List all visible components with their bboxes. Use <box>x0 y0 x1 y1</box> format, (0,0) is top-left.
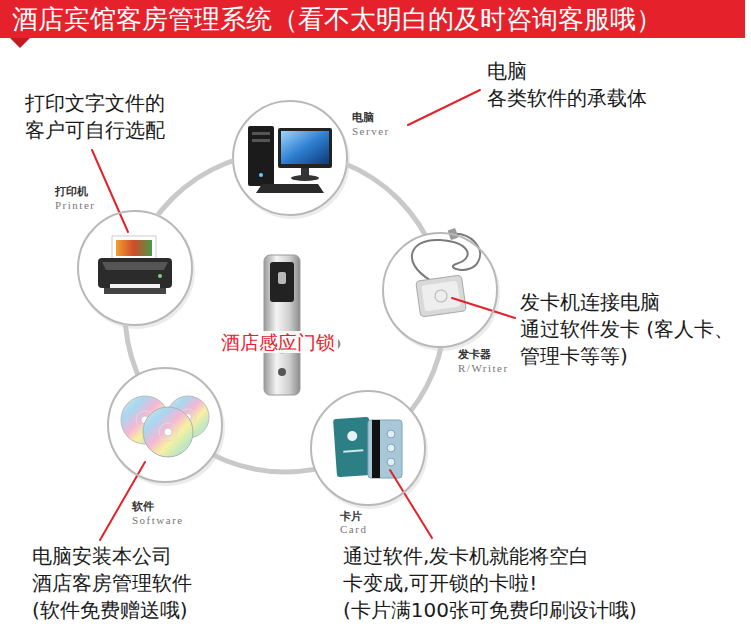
title-banner <box>0 0 745 48</box>
leader-lines <box>92 90 515 540</box>
computer-icon-part <box>259 173 263 177</box>
english-label: Server <box>352 125 390 138</box>
computer-icon-part <box>256 184 324 193</box>
circle-outline <box>383 233 497 347</box>
card-icon-part <box>372 420 380 478</box>
circle-outline <box>108 368 222 482</box>
lock-label: 酒店感应门锁 <box>218 331 338 353</box>
software-disc-icon-part <box>143 407 193 457</box>
callout-text: 发卡机连接电脑 通过软件发卡 (客人卡、管理卡等等) <box>520 289 736 370</box>
circle-grounds-part <box>383 233 497 347</box>
leader-lines-part <box>92 150 128 232</box>
software-circle-outline <box>106 366 224 484</box>
circle-grounds-part <box>108 368 222 482</box>
english-label: Printer <box>55 199 95 212</box>
printer-icon <box>98 236 172 294</box>
callout-text: 电脑 各类软件的承载体 <box>487 58 659 112</box>
printer-circle: 打印机Printer <box>76 209 194 327</box>
callout-text-holder: 电脑 各类软件的承载体 <box>487 58 659 112</box>
printer-circle-outline <box>76 209 194 327</box>
printer-icon-part <box>158 274 162 278</box>
door-lock-icon-part <box>278 368 286 376</box>
circle-grounds-part <box>78 211 192 325</box>
printer-icon-part <box>110 284 160 288</box>
callout-text-holder: 发卡机连接电脑 通过软件发卡 (客人卡、管理卡等等) <box>520 289 736 370</box>
door-lock-icon-part <box>270 262 294 302</box>
computer-icon <box>248 126 332 193</box>
circle-grounds <box>78 101 500 509</box>
callout-text-holder: 电脑安装本公司 酒店客房管理软件 (软件免费赠送哦) <box>32 543 208 624</box>
english-label-holder: Software <box>132 514 184 527</box>
system-ring-outline <box>123 150 447 474</box>
card-circle: 卡片Card <box>309 389 427 507</box>
software-circle: 软件Software <box>106 366 224 484</box>
computer-icon-part <box>278 128 332 168</box>
english-label-holder: R/Writer <box>458 362 509 375</box>
part-label: 打印机 <box>55 185 88 198</box>
door-lock-icon-part <box>278 272 286 284</box>
part-label: 软件 <box>132 500 154 513</box>
computer-icon-part <box>291 175 319 181</box>
banner-title-holder: 酒店宾馆客房管理系统（看不太明白的及时咨询客服哦） <box>12 4 662 34</box>
lock-label-holder: 酒店感应门锁 <box>218 331 338 353</box>
card-icon-part <box>387 444 395 452</box>
card-icon-part <box>387 458 395 466</box>
english-label: Card <box>340 523 367 536</box>
printer-icon-part <box>104 288 166 294</box>
door-lock-icon <box>264 255 340 395</box>
part-label: 卡片 <box>340 510 362 523</box>
leader-lines-part <box>452 298 515 318</box>
computer-icon-part <box>281 131 329 164</box>
computer-icon-part <box>252 139 270 142</box>
reader-circle-outline <box>381 231 499 349</box>
system-ring: 酒店感应门锁 <box>123 150 447 474</box>
callout-text-holder: 通过软件,发卡机就能将空白 卡变成,可开锁的卡啦! (卡片满100张可免费印刷设… <box>343 543 639 624</box>
part-label-holder: 软件 <box>132 500 154 513</box>
computer-icon-part <box>252 132 270 135</box>
english-label: R/Writer <box>458 362 509 375</box>
english-label-holder: Server <box>352 125 390 138</box>
software-disc-icon-part <box>164 428 172 436</box>
part-label-holder: 卡片 <box>340 510 362 523</box>
circle-outline <box>78 211 192 325</box>
part-label-holder: 发卡器 <box>458 348 491 361</box>
reader-circle: 发卡器R/Writer <box>381 231 499 349</box>
english-label-holder: Printer <box>55 199 95 212</box>
callout-text: 通过软件,发卡机就能将空白 卡变成,可开锁的卡啦! (卡片满100张可免费印刷设… <box>343 543 639 624</box>
part-label-holder: 打印机 <box>55 185 88 198</box>
circle-outline <box>311 391 425 505</box>
callout-text-holder: 打印文字文件的 客户可自行选配 <box>25 90 177 144</box>
english-label-holder: Card <box>340 523 367 536</box>
part-label-holder: 电脑 <box>352 111 374 124</box>
part-label: 电脑 <box>352 111 374 124</box>
ring-line <box>125 152 445 472</box>
leader-lines-part <box>408 90 480 125</box>
banner-title: 酒店宾馆客房管理系统（看不太明白的及时咨询客服哦） <box>12 4 662 34</box>
callout-text: 打印文字文件的 客户可自行选配 <box>25 90 177 144</box>
callout-text: 电脑安装本公司 酒店客房管理软件 (软件免费赠送哦) <box>32 543 208 624</box>
card-circle-outline <box>309 389 427 507</box>
card-icon-part-part <box>347 431 358 442</box>
title-banner-part <box>10 38 30 48</box>
door-lock-icon-part <box>264 255 300 395</box>
part-label: 发卡器 <box>458 348 491 361</box>
software-disc-icon <box>121 396 209 457</box>
leader-lines-part <box>390 470 432 538</box>
computer-icon-part <box>301 168 309 176</box>
english-label: Software <box>132 514 184 527</box>
title-banner-part <box>0 0 745 38</box>
